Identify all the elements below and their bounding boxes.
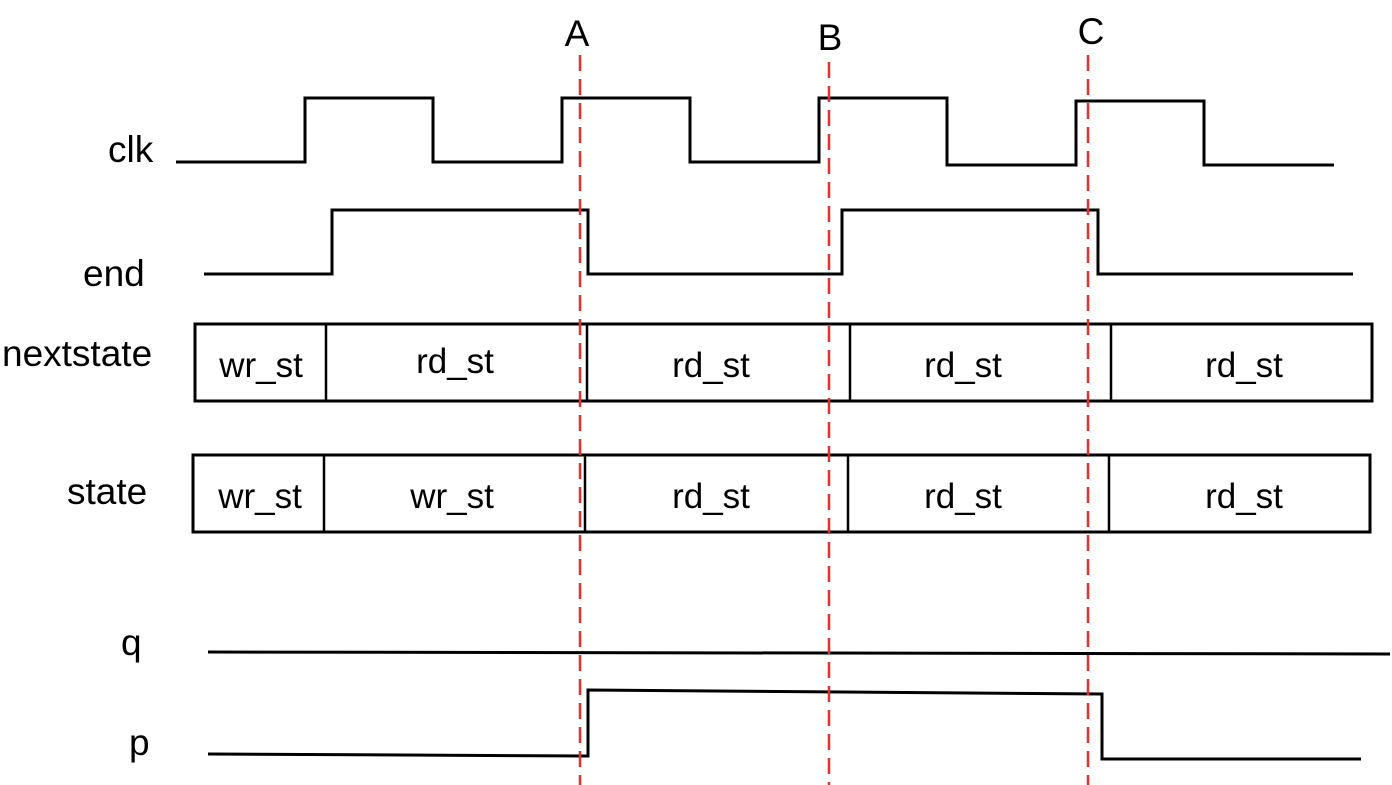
marker-a-label: A xyxy=(565,13,590,54)
marker-b-label: B xyxy=(818,17,843,58)
nextstate-value-3: rd_st xyxy=(672,346,750,385)
nextstate-value-5: rd_st xyxy=(1205,346,1283,385)
p-waveform xyxy=(207,688,1361,761)
end-label: end xyxy=(83,253,145,294)
marker-c-label: C xyxy=(1078,11,1105,52)
nextstate-bus: wr_st rd_st rd_st rd_st rd_st xyxy=(193,322,1374,403)
q-label: q xyxy=(121,622,142,663)
nextstate-value-2: rd_st xyxy=(416,342,494,381)
state-label: state xyxy=(67,471,147,512)
nextstate-bus-outline xyxy=(193,322,1374,403)
clk-waveform xyxy=(176,96,1334,167)
clk-label: clk xyxy=(108,129,154,170)
state-bus: wr_st wr_st rd_st rd_st rd_st xyxy=(191,453,1372,534)
nextstate-value-4: rd_st xyxy=(924,346,1002,385)
state-value-5: rd_st xyxy=(1205,477,1283,516)
nextstate-value-1: wr_st xyxy=(218,346,303,385)
state-value-2: wr_st xyxy=(409,477,494,516)
state-bus-outline xyxy=(191,453,1372,534)
state-value-3: rd_st xyxy=(672,477,750,516)
p-label: p xyxy=(129,722,150,763)
state-value-1: wr_st xyxy=(217,477,302,516)
nextstate-label: nextstate xyxy=(2,333,152,374)
q-waveform xyxy=(207,650,1391,656)
end-waveform xyxy=(204,208,1353,276)
state-value-4: rd_st xyxy=(924,477,1002,516)
